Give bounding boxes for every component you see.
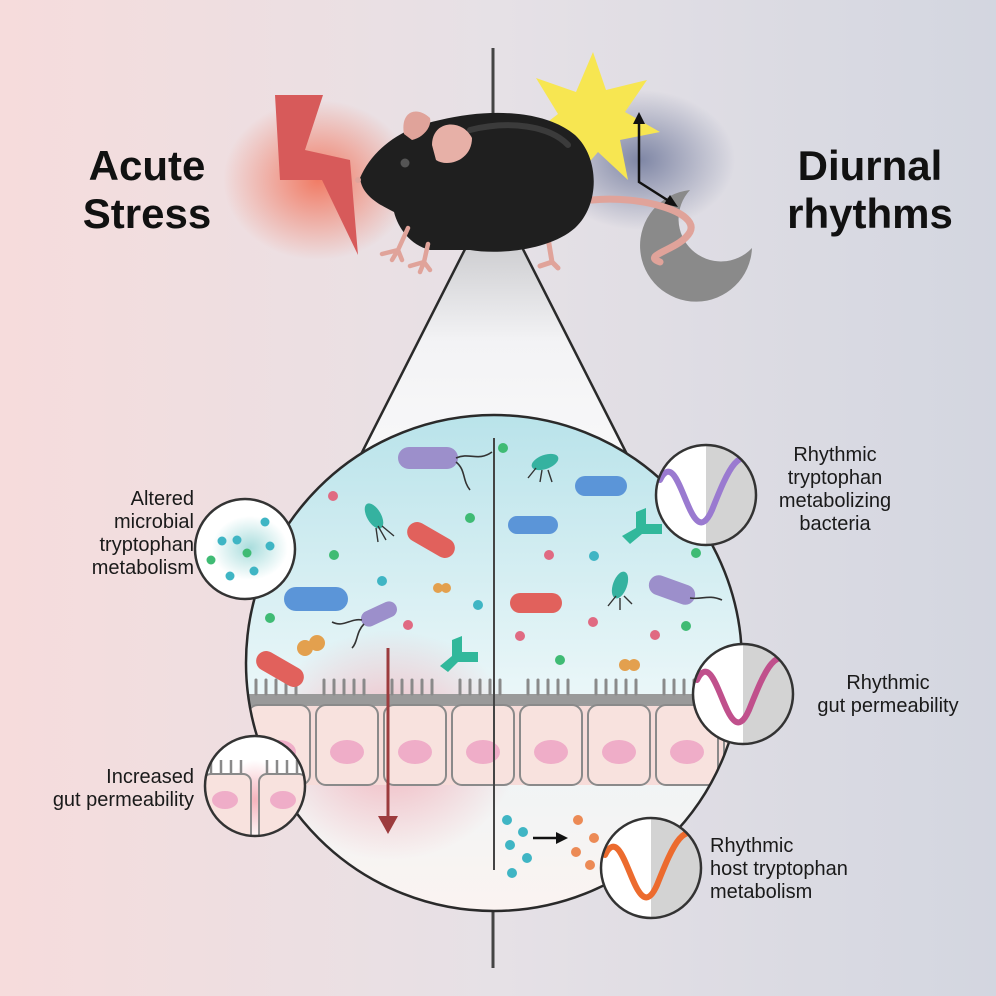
label-increased-permeability: Increased gut permeability <box>10 766 194 812</box>
label-line: host tryptophan <box>710 858 848 880</box>
title-line: Stress <box>82 190 212 237</box>
bacteria-icon <box>256 447 723 687</box>
host-metabolite-dots <box>502 815 599 878</box>
mouse-icon <box>355 111 695 275</box>
title-line: Acute <box>88 142 206 189</box>
inset-rhythmic-permeability <box>691 642 795 746</box>
lightning-icon <box>275 95 358 255</box>
label-line: gut permeability <box>817 695 959 717</box>
label-line: microbial <box>113 511 194 533</box>
label-line: Rhythmic <box>793 444 877 466</box>
conversion-arrow-icon <box>533 832 568 844</box>
label-line: bacteria <box>799 513 871 535</box>
gut-lumen-circle <box>244 413 744 913</box>
sun-icon <box>527 52 660 182</box>
microvilli <box>254 678 706 696</box>
title-diurnal-rhythms: Diurnal rhythms <box>770 142 970 238</box>
label-rhythmic-permeability: Rhythmic gut permeability <box>798 672 978 718</box>
label-altered-microbial: Altered microbial tryptophan metabolism <box>30 488 194 580</box>
label-line: gut permeability <box>52 789 194 811</box>
label-rhythmic-bacteria: Rhythmic tryptophan metabolizing bacteri… <box>760 444 910 536</box>
label-line: tryptophan <box>99 534 194 556</box>
bacteria-icon <box>364 453 633 610</box>
label-line: Altered <box>130 488 194 510</box>
label-rhythmic-host: Rhythmic host tryptophan metabolism <box>710 835 890 904</box>
label-line: Rhythmic <box>710 835 794 857</box>
arrow-icon <box>633 112 678 207</box>
bacteria-icon <box>440 508 662 672</box>
metabolite-dots <box>265 443 701 665</box>
title-line: rhythms <box>787 190 953 237</box>
permeability-arrow-icon <box>378 648 398 834</box>
inset-microbial-metabolism <box>193 497 297 601</box>
moon-icon <box>640 190 752 302</box>
label-line: Rhythmic <box>846 672 930 694</box>
label-line: tryptophan <box>787 467 883 489</box>
label-line: metabolizing <box>778 490 892 512</box>
label-line: metabolism <box>710 881 813 903</box>
bacteria-icon <box>297 583 640 671</box>
label-line: Increased <box>106 766 194 788</box>
label-line: metabolism <box>91 557 194 579</box>
title-acute-stress: Acute Stress <box>52 142 242 238</box>
title-line: Diurnal <box>797 142 943 189</box>
